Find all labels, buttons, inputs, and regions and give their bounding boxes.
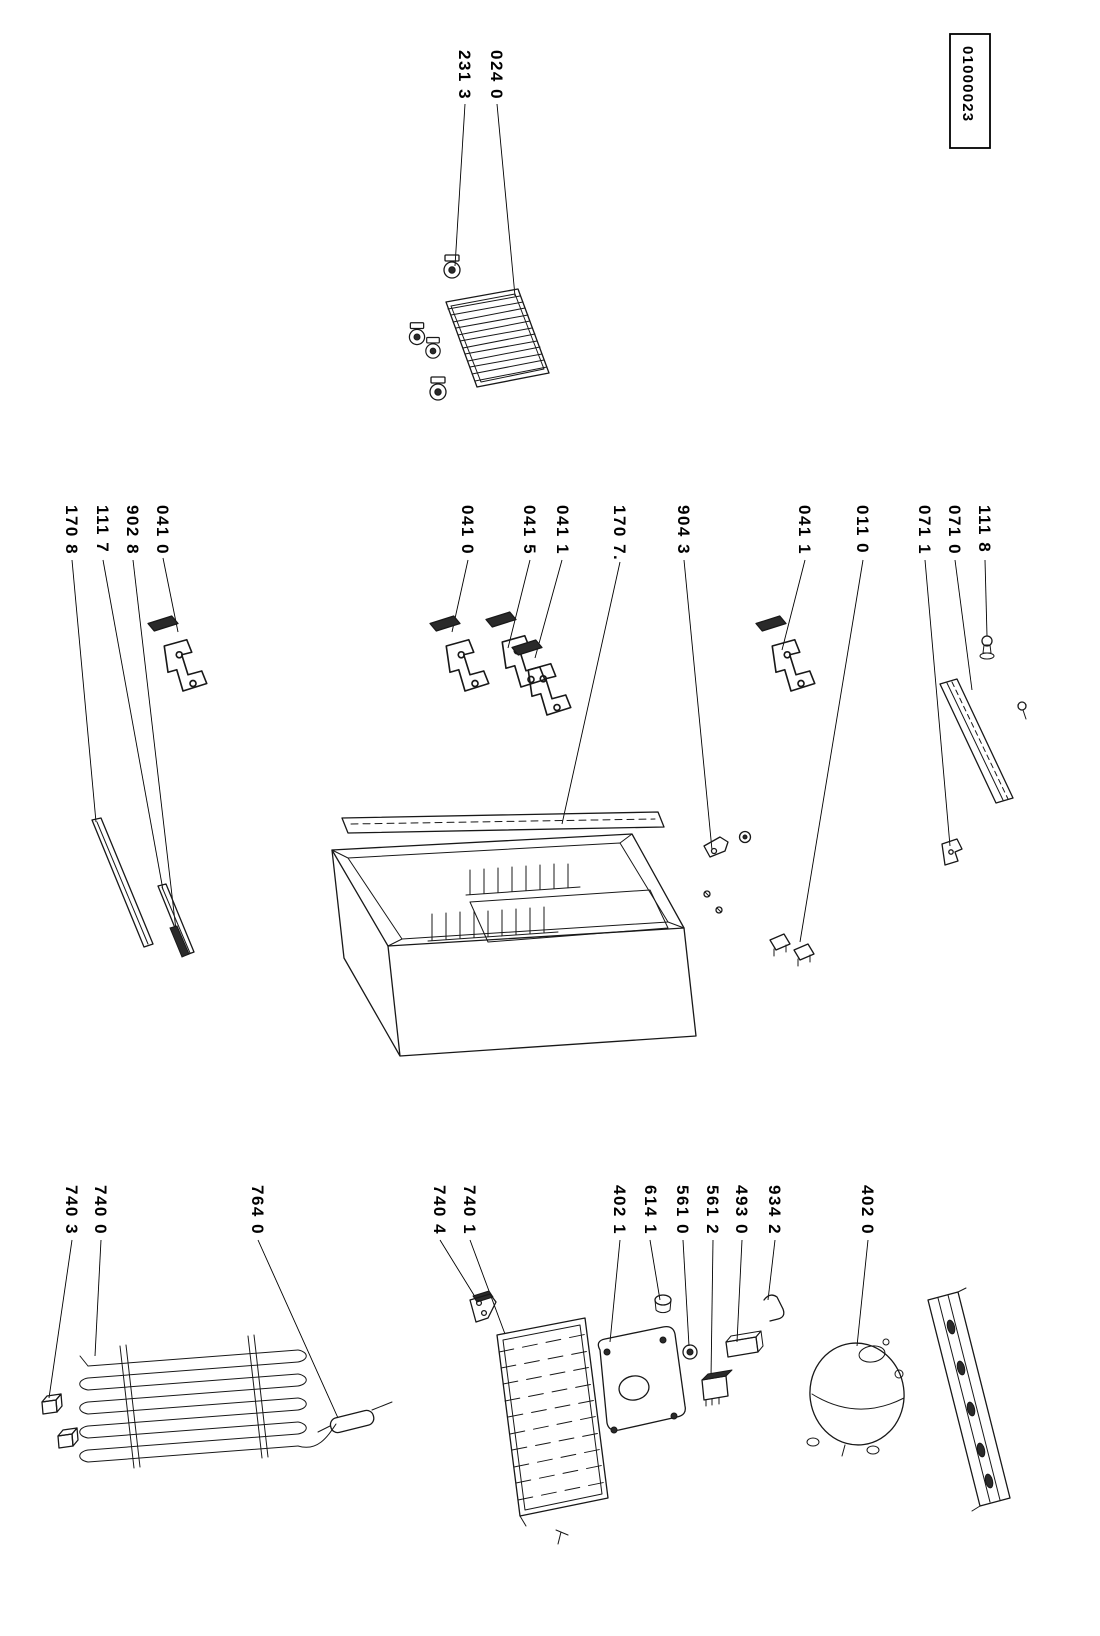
leader-7403 (48, 1239, 73, 1399)
doc-number: 01000023 (959, 46, 976, 122)
part-label-4021: 402 1 (610, 1185, 629, 1235)
leader-7401 (469, 1239, 506, 1335)
capacitor-4930 (725, 1330, 764, 1358)
clip-9342 (763, 1294, 785, 1322)
rail-0710 (939, 678, 1014, 804)
base-plate-4021 (597, 1326, 686, 1434)
leader-7404 (439, 1239, 478, 1301)
leader-4930 (736, 1239, 743, 1343)
part-label-4020: 402 0 (858, 1185, 877, 1235)
leader-9342 (767, 1239, 776, 1301)
hinge-0410-mid (429, 615, 490, 692)
mounting-rail (927, 1287, 1011, 1512)
part-label-5610: 561 0 (673, 1185, 692, 1235)
caster-wheel (425, 336, 441, 359)
part-label-0410-left: 041 0 (153, 505, 172, 555)
doc-number-box: 01000023 (949, 33, 991, 149)
hinge-0411-right (755, 615, 816, 692)
bracket-7404 (469, 1290, 497, 1323)
part-label-0710: 071 0 (945, 505, 964, 555)
leader-0110 (799, 559, 864, 943)
leader-0411-mid (534, 559, 563, 659)
washer-5610 (682, 1344, 698, 1360)
leader-1708 (71, 559, 97, 823)
nut-7403 (57, 1427, 79, 1449)
leader-5612 (710, 1239, 714, 1379)
leader-1117 (102, 559, 164, 891)
nut-7403 (41, 1393, 63, 1415)
part-label-9342: 934 2 (765, 1185, 784, 1235)
leader-7400 (94, 1239, 102, 1357)
part-label-4930: 493 0 (732, 1185, 751, 1235)
part-label-2313: 231 3 (455, 50, 474, 100)
caster-wheel (443, 254, 461, 279)
cabinet-body (331, 833, 697, 1057)
leader-7640 (257, 1239, 339, 1419)
trim-strip-1708 (91, 817, 154, 948)
part-label-7403: 740 3 (62, 1185, 81, 1235)
leader-9028 (132, 559, 177, 931)
part-label-0110: 011 0 (853, 505, 872, 554)
feet-0110 (769, 933, 815, 967)
part-label-5612: 561 2 (703, 1185, 722, 1235)
evaporator-coil-1 (465, 863, 581, 896)
grommet-6141 (654, 1294, 672, 1314)
part-label-0240: 024 0 (487, 50, 506, 100)
part-label-7400: 740 0 (91, 1185, 110, 1235)
leader-0415 (507, 559, 531, 649)
compressor-4020 (806, 1338, 905, 1457)
drier-7640 (317, 1401, 393, 1434)
part-label-0415: 041 5 (520, 505, 539, 555)
part-label-7404: 740 4 (430, 1185, 449, 1235)
leader-5610 (682, 1239, 690, 1347)
back-panel-7401 (496, 1317, 609, 1545)
part-label-9028: 902 8 (123, 505, 142, 555)
leader-6141 (649, 1239, 661, 1301)
leader-0711 (924, 559, 951, 847)
part-label-7401: 740 1 (460, 1185, 479, 1235)
leader-1707 (561, 561, 621, 825)
trim-strip-1117 (157, 883, 195, 956)
caster-wheel (429, 376, 447, 401)
part-label-0410-mid: 041 0 (458, 505, 477, 555)
part-label-1708: 170 8 (62, 505, 81, 555)
ventilation-grille (445, 288, 550, 388)
part-label-1118: 111 8 (975, 505, 994, 553)
leader-0240 (496, 103, 516, 297)
clip-9028 (169, 925, 190, 958)
leader-0710 (954, 559, 973, 691)
bracket-0711 (941, 838, 963, 866)
relay-5612 (701, 1369, 733, 1407)
knob-1118 (979, 635, 1027, 720)
part-label-0411-mid: 041 1 (553, 505, 572, 555)
condenser-coil (79, 1334, 337, 1469)
part-labels: 231 3 024 0 170 8 111 7 902 8 041 0 041 … (62, 50, 994, 1235)
hinge-0411-mid (511, 639, 572, 716)
part-label-0411-right: 041 1 (795, 505, 814, 555)
part-label-7640: 764 0 (248, 1185, 267, 1235)
cabinet-top-rail (341, 811, 665, 834)
leader-4020 (856, 1239, 869, 1347)
evaporator-coil-2 (427, 906, 559, 942)
leader-0411-right (781, 559, 806, 651)
leader-lines (48, 103, 988, 1419)
leader-2313 (454, 103, 466, 267)
part-label-1707: 170 7. (610, 505, 629, 561)
part-label-0711: 071 1 (915, 505, 934, 555)
part-label-1117: 111 7 (93, 505, 112, 553)
leader-4021 (609, 1239, 621, 1343)
caster-wheel (408, 322, 426, 346)
leader-1118 (984, 559, 988, 637)
part-label-6141: 614 1 (641, 1185, 660, 1235)
interior-tray (469, 889, 669, 943)
leader-9043 (683, 559, 713, 851)
small-parts-9043 (703, 830, 752, 914)
part-label-9043: 904 3 (674, 505, 693, 555)
